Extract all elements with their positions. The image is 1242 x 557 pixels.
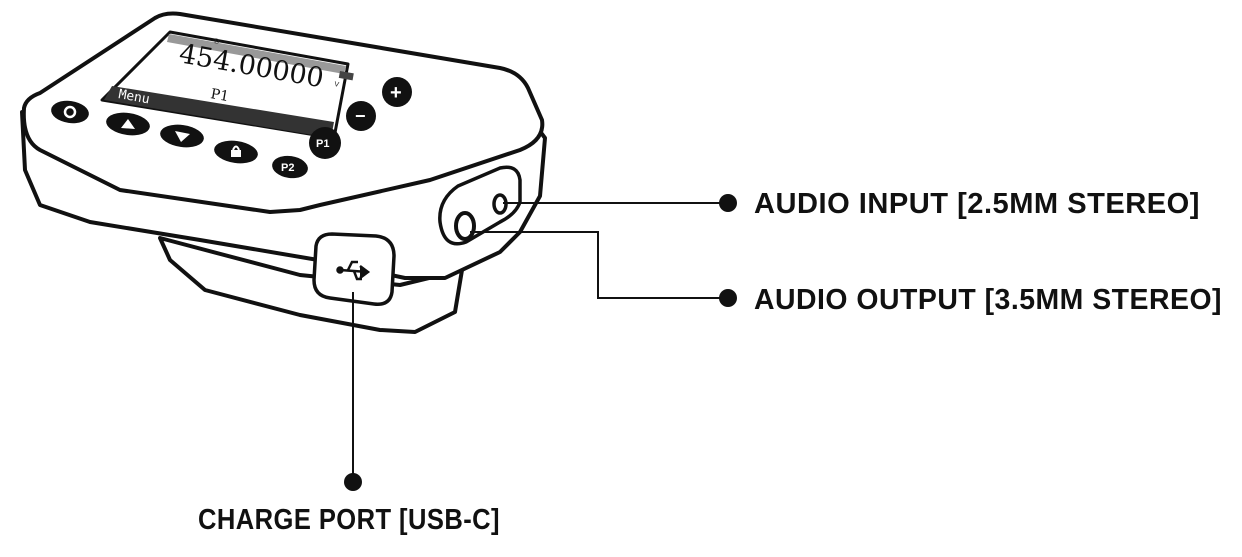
- settings-gear-icon: [63, 105, 77, 119]
- screen-channel: P1: [209, 86, 230, 105]
- lock-icon: [231, 145, 241, 157]
- audio-output-dot: [719, 289, 737, 307]
- audio-jack-panel: [438, 165, 522, 246]
- lock-button[interactable]: [213, 138, 260, 166]
- p1-button-label: P1: [316, 138, 329, 150]
- down-button[interactable]: [159, 122, 206, 150]
- up-arrow-icon: [121, 119, 135, 129]
- plus-button[interactable]: +: [382, 77, 412, 107]
- audio-input-label: AUDIO INPUT [2.5MM STEREO]: [754, 188, 1200, 220]
- minus-button[interactable]: −: [346, 101, 376, 131]
- usb-c-port[interactable]: [312, 232, 396, 306]
- screen-unit: V: [334, 81, 340, 89]
- down-arrow-icon: [175, 131, 190, 142]
- screen-top-indicator: D: [214, 38, 220, 46]
- screen-menu-label: Menu: [117, 87, 150, 107]
- minus-button-label: −: [355, 106, 366, 126]
- usb-icon: [336, 260, 371, 281]
- charge-port-dot: [344, 473, 362, 491]
- leader-lines: [352, 202, 728, 482]
- audio-output-jack[interactable]: [454, 211, 476, 241]
- p2-button-label: P2: [281, 162, 294, 174]
- charge-port-label: CHARGE PORT [USB-C]: [198, 504, 500, 536]
- audio-output-label: AUDIO OUTPUT [3.5MM STEREO]: [754, 284, 1222, 316]
- plus-button-label: +: [390, 82, 402, 104]
- p1-button[interactable]: P1: [309, 127, 341, 159]
- up-button[interactable]: [105, 110, 152, 138]
- p2-button[interactable]: P2: [271, 154, 310, 181]
- audio-input-dot: [719, 194, 737, 212]
- settings-button[interactable]: [50, 98, 91, 125]
- audio-output-leader: [470, 231, 728, 299]
- battery-icon: [338, 71, 354, 81]
- device-screen: D 454.00000 V P1 Menu: [100, 30, 354, 140]
